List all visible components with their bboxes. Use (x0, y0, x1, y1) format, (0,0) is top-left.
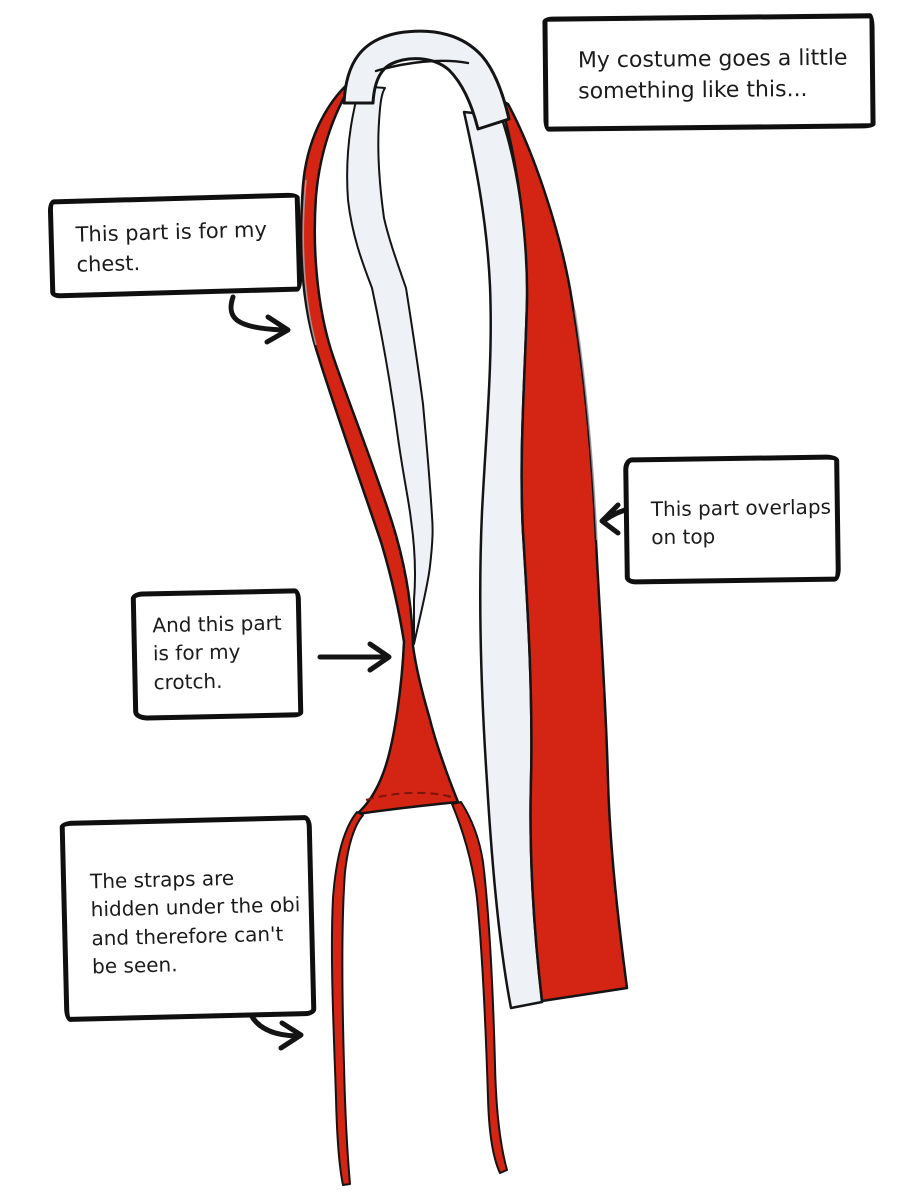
callout-chest-line: This part is for my (75, 217, 268, 247)
sketch-line (302, 179, 317, 346)
callout-overlap: This part overlaps on top (623, 454, 841, 585)
neck-loop-fold-line (374, 59, 470, 73)
neck-loop-band (342, 29, 511, 131)
chest-arrow (228, 294, 291, 345)
left-strap-white-stripe (346, 85, 434, 645)
callout-overlap-line: This part overlaps (650, 494, 832, 522)
hidden-strap-right (451, 801, 508, 1174)
callout-crotch-line: And this part (152, 610, 282, 638)
callout-chest: This part is for my chest. (47, 192, 303, 299)
callout-crotch-line: is for my (152, 639, 241, 666)
left-strap-red (299, 74, 460, 816)
callout-intro: My costume goes a little something like … (542, 13, 876, 132)
callout-intro-line: something like this... (578, 77, 808, 105)
callout-overlap-line: on top (651, 524, 716, 550)
right-band-red-stripe (498, 98, 629, 1003)
crotch-arrow (317, 641, 392, 673)
callout-straps-line: and therefore can't (91, 921, 284, 951)
callout-straps: The straps are hidden under the obi and … (59, 814, 317, 1023)
sketch-line (574, 309, 598, 541)
hidden-strap-left (330, 811, 364, 1186)
triangle-seam-dashed (365, 791, 453, 801)
callout-crotch: And this part is for my crotch. (130, 588, 304, 721)
callout-straps-line: be seen. (91, 952, 178, 979)
callout-crotch-line: crotch. (153, 668, 223, 695)
callout-intro-line: My costume goes a little (577, 45, 848, 74)
callout-chest-line: chest. (76, 250, 141, 277)
